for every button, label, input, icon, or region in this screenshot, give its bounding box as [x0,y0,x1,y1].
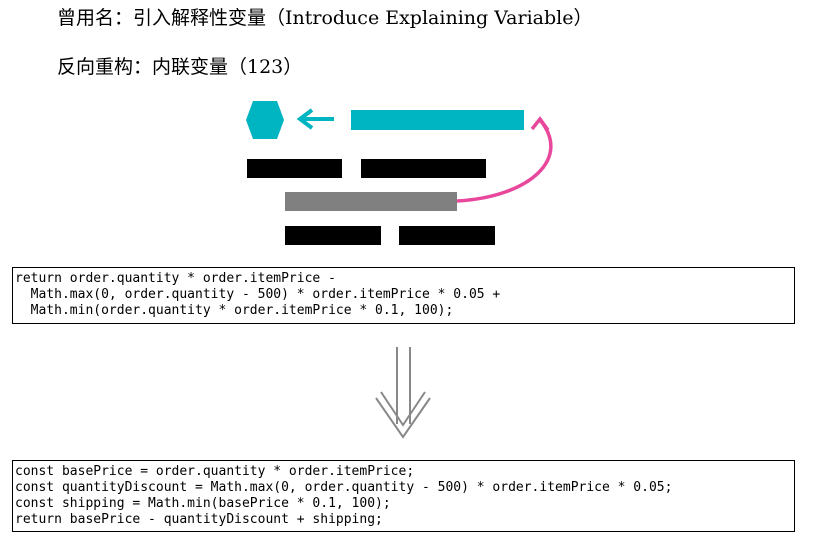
code-line: const quantityDiscount = Math.max(0, ord… [15,480,673,495]
black-bar-1 [247,159,342,178]
hexagon-icon [246,101,284,139]
arrow-left-icon [296,108,334,130]
code-before-box: return order.quantity * order.itemPrice … [12,267,795,324]
code-line: return basePrice - quantityDiscount + sh… [15,512,383,527]
black-bar-2 [361,159,486,178]
curved-arrow-icon [456,116,553,203]
inverse-refactoring-heading: 反向重构：内联变量（123） [57,56,303,78]
black-bar-4 [399,226,495,245]
black-bar-3 [285,226,381,245]
code-line: Math.min(order.quantity * order.itemPric… [15,303,454,318]
gray-bar [285,192,457,211]
code-line: const basePrice = order.quantity * order… [15,464,415,479]
double-down-arrow-icon [375,347,431,439]
alias-heading: 曾用名：引入解释性变量（Introduce Explaining Variabl… [57,7,593,29]
teal-bar [351,110,524,130]
code-line: Math.max(0, order.quantity - 500) * orde… [15,287,501,302]
code-line: return order.quantity * order.itemPrice … [15,271,336,286]
code-after-box: const basePrice = order.quantity * order… [12,460,795,532]
code-line: const shipping = Math.min(basePrice * 0.… [15,496,391,511]
